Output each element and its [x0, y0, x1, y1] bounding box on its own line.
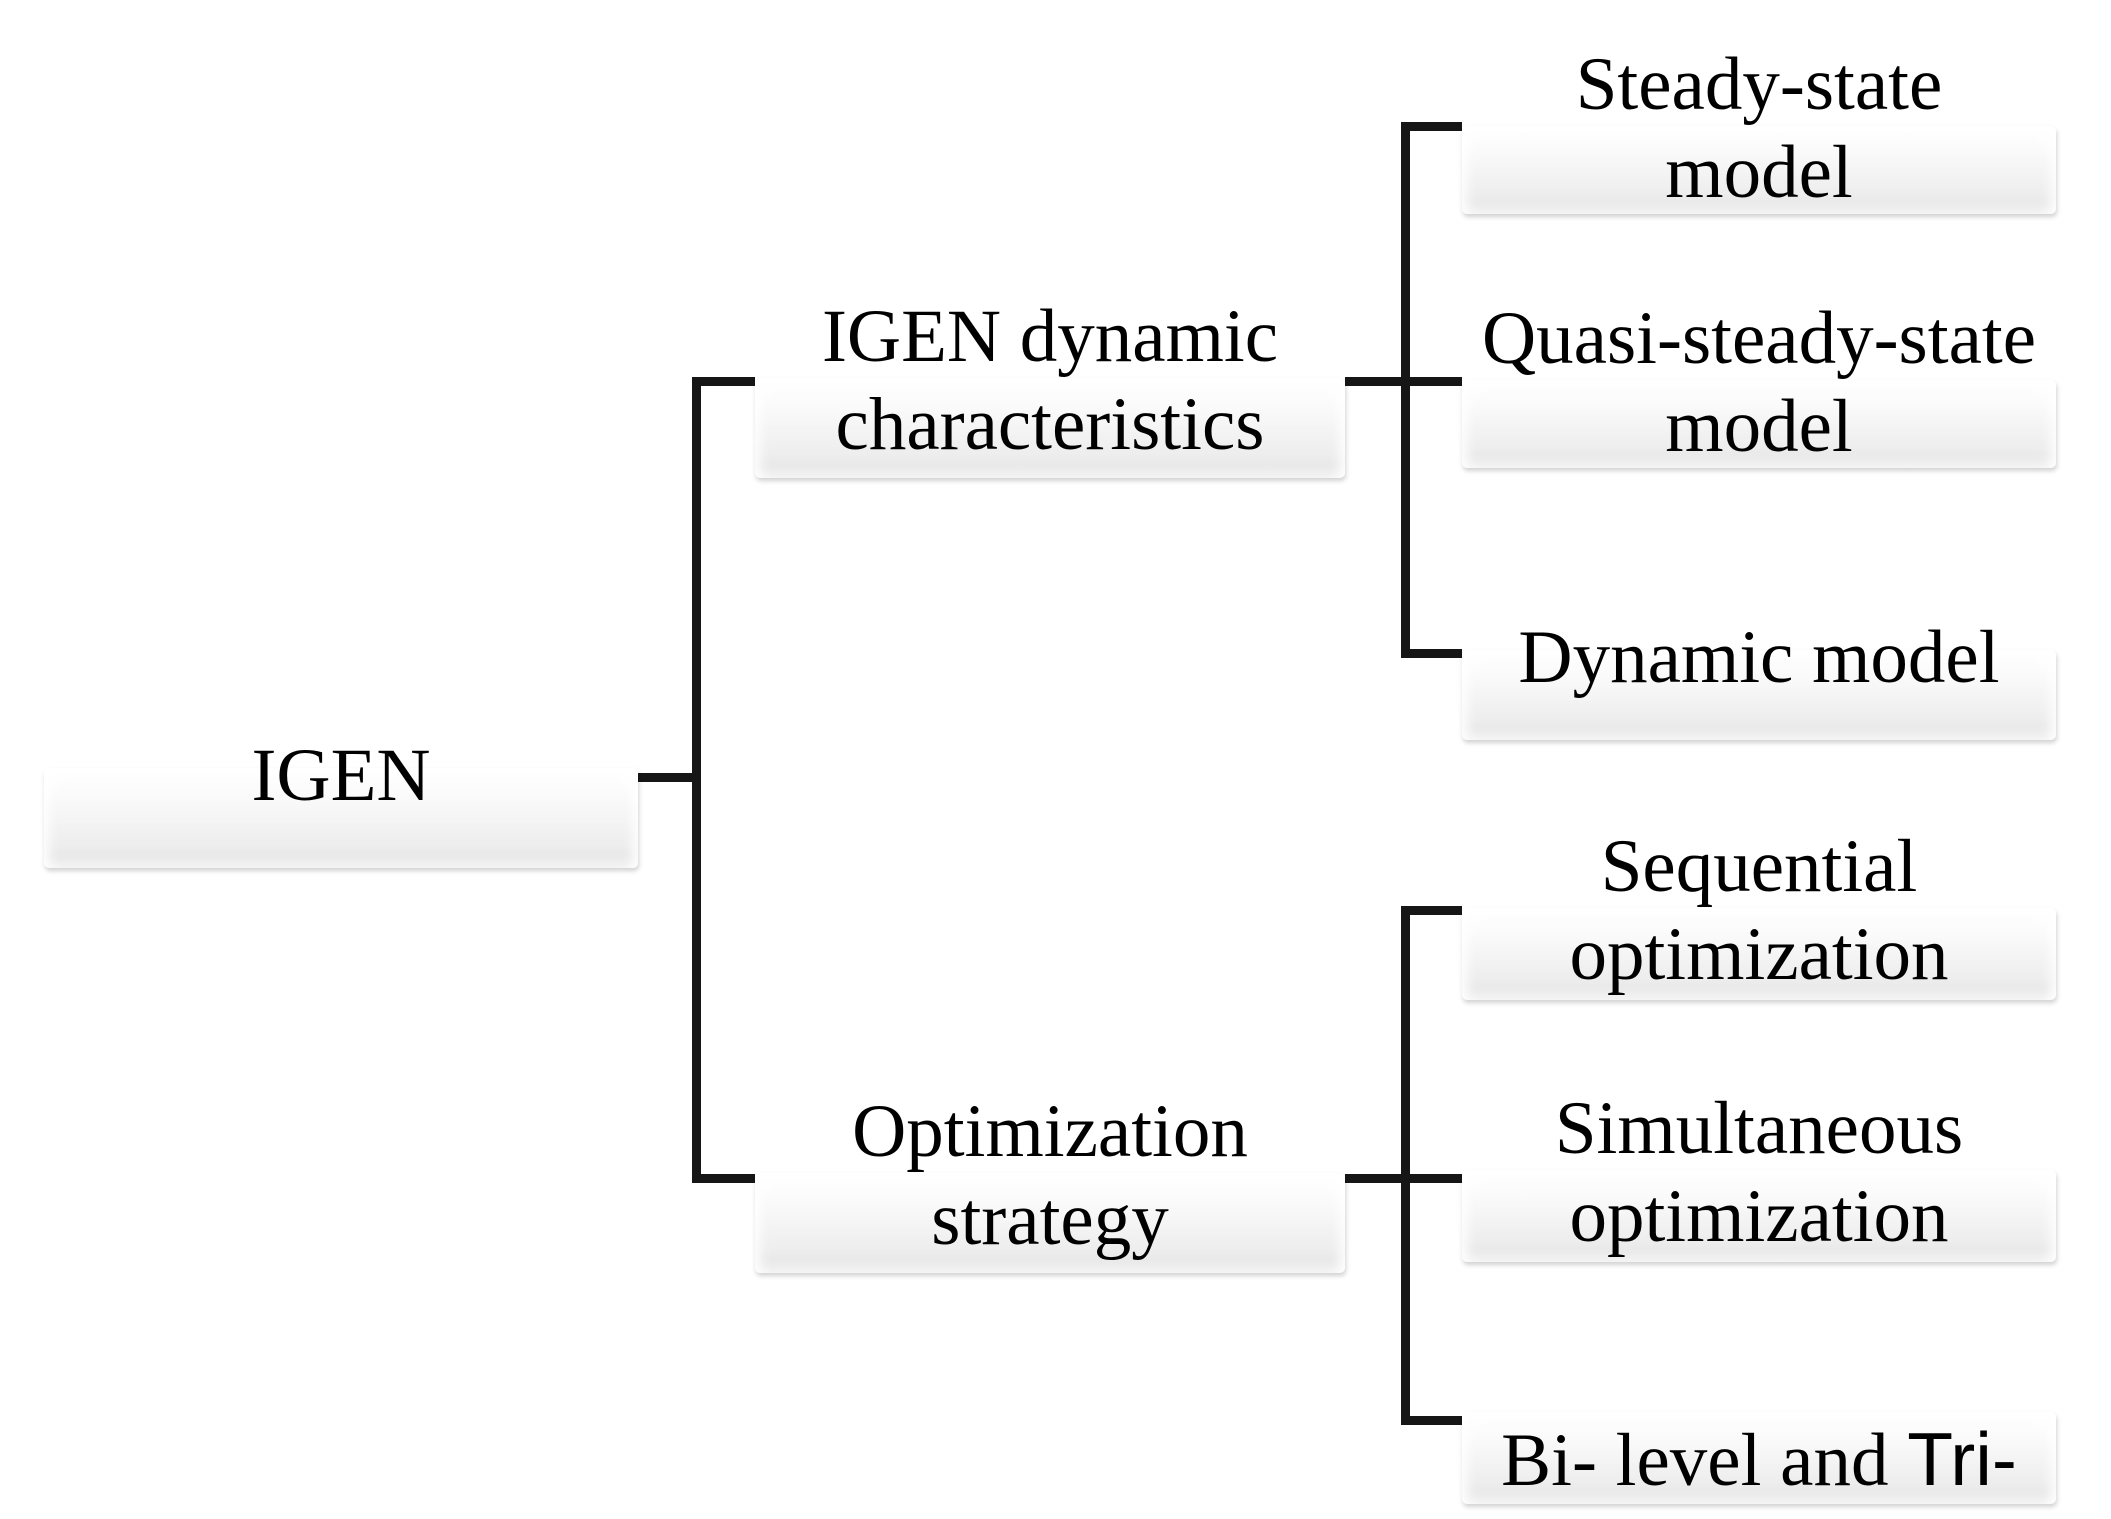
bi-tri-label-serif-part-a: Bi- level and	[1501, 1419, 1908, 1502]
node-optimization-strategy-label: Optimization strategy	[852, 1090, 1248, 1261]
node-steady-state-model	[1462, 126, 2056, 214]
node-quasi-steady-state-model	[1462, 380, 2056, 468]
connector-to-steady-state	[1401, 122, 1462, 131]
node-steady-state-model-label: Steady-state model	[1575, 43, 1943, 214]
connector-bracket1-vertical	[1401, 122, 1410, 658]
node-dynamic-model-label: Dynamic model	[1518, 616, 2000, 699]
node-dynamic-characteristics	[755, 378, 1345, 478]
node-bi-tri-level-optimization-label: Bi- level and Tri- level optimization	[1462, 1327, 2056, 1519]
node-quasi-steady-state-model-label: Quasi-steady-state model	[1482, 297, 2036, 468]
node-simultaneous-optimization	[1462, 1170, 2056, 1262]
node-bi-tri-level-optimization	[1462, 1412, 2056, 1504]
connector-to-bi-tri-level	[1401, 1416, 1462, 1425]
node-sequential-optimization	[1462, 908, 2056, 1000]
bi-tri-label-serif-part-c: optimization	[1657, 1509, 2036, 1519]
connector-igen-stub	[638, 773, 698, 782]
node-simultaneous-optimization-label: Simultaneous optimization	[1554, 1087, 1964, 1258]
node-optimization-strategy	[755, 1173, 1345, 1273]
node-igen	[44, 768, 638, 868]
node-igen-label: IGEN	[251, 734, 431, 817]
connector-main-vertical	[692, 377, 701, 1183]
bi-tri-label-sans-part: Tri- level	[1482, 1417, 2017, 1519]
connector-to-sequential	[1401, 906, 1462, 915]
connector-bracket2-vertical	[1401, 906, 1410, 1425]
connector-to-optimization-strategy	[692, 1174, 755, 1183]
connector-to-dynamic-model	[1401, 649, 1462, 658]
node-dynamic-characteristics-label: IGEN dynamic characteristics	[821, 295, 1279, 466]
node-sequential-optimization-label: Sequential optimization	[1569, 825, 1949, 996]
node-dynamic-model	[1462, 650, 2056, 740]
connector-to-dynamic-characteristics	[692, 377, 755, 386]
